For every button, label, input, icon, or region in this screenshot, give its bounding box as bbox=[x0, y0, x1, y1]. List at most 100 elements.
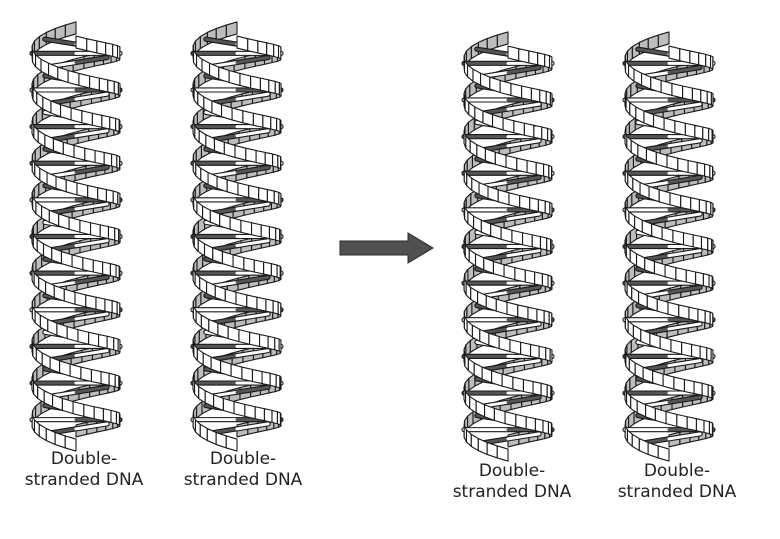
strand-segment bbox=[671, 82, 684, 99]
strand-segment bbox=[65, 179, 78, 196]
base bbox=[235, 92, 270, 101]
strand-segment bbox=[222, 397, 235, 415]
strand-segment bbox=[72, 401, 85, 417]
strand-segment bbox=[118, 228, 121, 244]
strand-segment bbox=[706, 90, 712, 106]
strand-segment bbox=[652, 114, 665, 131]
strand-segment bbox=[85, 294, 97, 310]
strand-segment bbox=[678, 304, 690, 320]
strand-segment bbox=[80, 366, 93, 383]
strand-segment bbox=[531, 234, 542, 250]
strand-segment bbox=[117, 191, 121, 207]
strand-segment bbox=[263, 261, 272, 277]
strand-segment bbox=[112, 43, 119, 59]
strand-segment bbox=[111, 153, 118, 168]
strand-segment bbox=[702, 126, 710, 141]
strand-segment bbox=[466, 320, 473, 338]
strand-segment bbox=[467, 264, 475, 282]
dna-helix-1 bbox=[29, 21, 123, 452]
strand-segment bbox=[109, 116, 117, 131]
strand-segment bbox=[530, 87, 541, 103]
strand-segment bbox=[466, 64, 474, 82]
dna-helix-3 bbox=[461, 31, 555, 462]
strand-segment bbox=[545, 90, 551, 106]
strand-segment bbox=[466, 302, 473, 320]
strand-segment bbox=[467, 117, 475, 135]
front-strand-a bbox=[31, 35, 121, 427]
base bbox=[667, 395, 702, 404]
strand-segment bbox=[196, 107, 204, 125]
strand-segment bbox=[274, 80, 280, 96]
strand-segment bbox=[468, 249, 477, 267]
strand-segment bbox=[515, 413, 527, 430]
strand-segment bbox=[679, 48, 691, 64]
strand-segment bbox=[470, 433, 479, 452]
strand-segment bbox=[38, 423, 47, 442]
strand-segment bbox=[59, 104, 72, 121]
strand-segment bbox=[688, 306, 699, 322]
strand-segment bbox=[527, 306, 538, 322]
strand-segment bbox=[546, 237, 552, 252]
strand-segment bbox=[35, 107, 43, 125]
strand-segment bbox=[242, 110, 254, 126]
strand-segment bbox=[658, 189, 671, 206]
strand-segment bbox=[698, 52, 707, 67]
front-strand-a bbox=[624, 45, 714, 437]
strand-segment bbox=[496, 445, 509, 462]
strand-segment bbox=[466, 173, 473, 191]
strand-segment bbox=[691, 343, 701, 359]
strand-segment bbox=[685, 269, 697, 285]
strand-segment bbox=[34, 292, 41, 310]
strand-segment bbox=[522, 378, 534, 395]
helix-3-label: Double- stranded DNA bbox=[452, 461, 572, 502]
strand-segment bbox=[466, 411, 474, 429]
strand-segment bbox=[511, 229, 524, 246]
dna-helix-2 bbox=[190, 21, 284, 452]
strand-segment bbox=[516, 157, 528, 174]
helix-2-label: Double- stranded DNA bbox=[183, 449, 303, 490]
strand-segment bbox=[670, 339, 683, 355]
strand-segment bbox=[273, 43, 280, 59]
strand-segment bbox=[64, 435, 77, 452]
strand-segment bbox=[682, 232, 694, 248]
strand-segment bbox=[630, 139, 639, 158]
helix-4-label: Double- stranded DNA bbox=[617, 461, 737, 502]
strand-segment bbox=[220, 104, 233, 121]
strand-segment bbox=[707, 384, 713, 399]
dna-helix-4 bbox=[622, 31, 716, 462]
strand-segment bbox=[34, 310, 41, 328]
strand-segment bbox=[628, 264, 636, 282]
strand-segment bbox=[272, 300, 279, 315]
strand-segment bbox=[707, 237, 713, 252]
strand-segment bbox=[250, 75, 261, 91]
strand-segment bbox=[667, 301, 680, 318]
strand-segment bbox=[75, 35, 88, 52]
strand-segment bbox=[507, 45, 520, 62]
strand-segment bbox=[502, 117, 515, 134]
strand-segment bbox=[92, 259, 104, 275]
base bbox=[506, 432, 541, 441]
strand-segment bbox=[258, 187, 268, 203]
strand-segment bbox=[666, 154, 679, 171]
strand-segment bbox=[270, 116, 278, 131]
strand-segment bbox=[223, 141, 236, 158]
strand-segment bbox=[631, 286, 640, 305]
strand-segment bbox=[36, 239, 45, 257]
strand-segment bbox=[257, 40, 268, 56]
base bbox=[636, 47, 671, 56]
strand-segment bbox=[230, 363, 243, 380]
strand-segment bbox=[195, 310, 202, 328]
strand-segment bbox=[656, 298, 669, 315]
base bbox=[74, 165, 109, 174]
strand-segment bbox=[260, 224, 271, 240]
strand-segment bbox=[676, 413, 688, 430]
strand-segment bbox=[112, 190, 119, 205]
strand-segment bbox=[117, 338, 121, 353]
strand-segment bbox=[529, 197, 539, 213]
strand-segment bbox=[533, 124, 543, 140]
strand-segment bbox=[232, 254, 245, 271]
front-strand-a bbox=[463, 45, 553, 437]
strand-segment bbox=[521, 232, 533, 248]
strand-segment bbox=[100, 371, 110, 386]
base bbox=[235, 165, 270, 174]
